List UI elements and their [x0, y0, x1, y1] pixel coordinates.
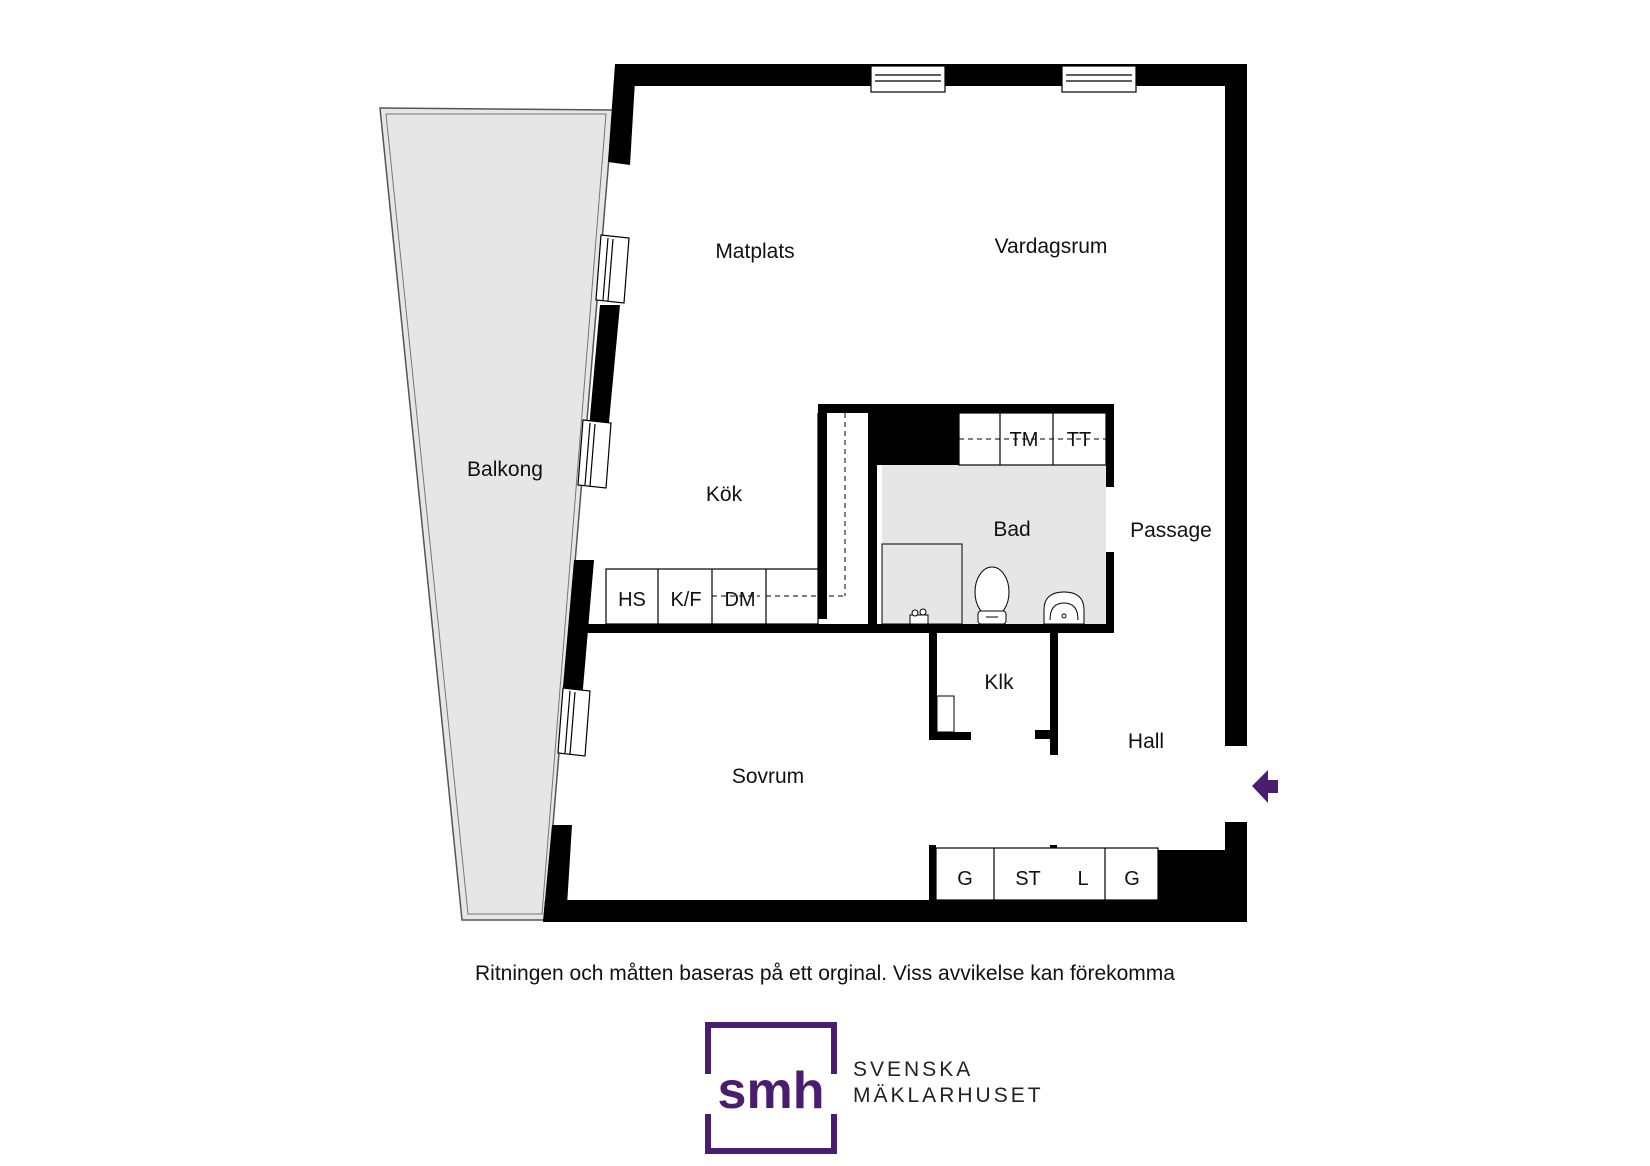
room-label-bad: Bad — [993, 518, 1030, 541]
smh-logo-icon: smh — [705, 1022, 837, 1154]
disclaimer-text: Ritningen och måtten baseras på ett orgi… — [475, 962, 1175, 985]
kitchen-counter-dashed — [712, 413, 846, 597]
room-label-passage: Passage — [1130, 519, 1212, 542]
fixture-label-kf: K/F — [670, 589, 701, 611]
brand-line-1: SVENSKA — [853, 1058, 974, 1081]
fixture-label-tt: TT — [1067, 429, 1091, 451]
svg-text:smh: smh — [718, 1062, 825, 1120]
room-label-balkong: Balkong — [467, 458, 543, 481]
brand-name: SVENSKA MÄKLARHUSET — [853, 1057, 1044, 1109]
window-icon — [557, 234, 630, 757]
sink-icon — [1043, 591, 1085, 625]
room-label-sovrum: Sovrum — [732, 765, 804, 788]
fixture-label-dm: DM — [724, 589, 755, 611]
wardrobes — [935, 847, 1159, 901]
balcony-railing — [385, 113, 607, 915]
room-label-matplats: Matplats — [715, 240, 794, 263]
room-label-vardagsrum: Vardagsrum — [995, 235, 1108, 258]
toilet-icon — [974, 566, 1010, 625]
room-label-hall: Hall — [1128, 730, 1164, 753]
shower-mixer-icon — [909, 608, 929, 625]
balcony-area — [379, 107, 614, 921]
fixture-label-tm: TM — [1010, 429, 1039, 451]
fixture-label-hs: HS — [618, 589, 646, 611]
fixture-label-l: L — [1077, 868, 1088, 890]
room-label-kok: Kök — [706, 483, 743, 506]
fixture-label-st: ST — [1015, 868, 1041, 890]
fixture-label-g1: G — [957, 868, 973, 890]
closet-shelf — [936, 695, 955, 733]
fixture-label-g2: G — [1124, 868, 1140, 890]
window-icon — [870, 65, 1137, 93]
room-label-klk: Klk — [984, 671, 1014, 694]
entrance-arrow-icon — [1252, 770, 1278, 803]
brand-line-2: MÄKLARHUSET — [853, 1084, 1044, 1107]
